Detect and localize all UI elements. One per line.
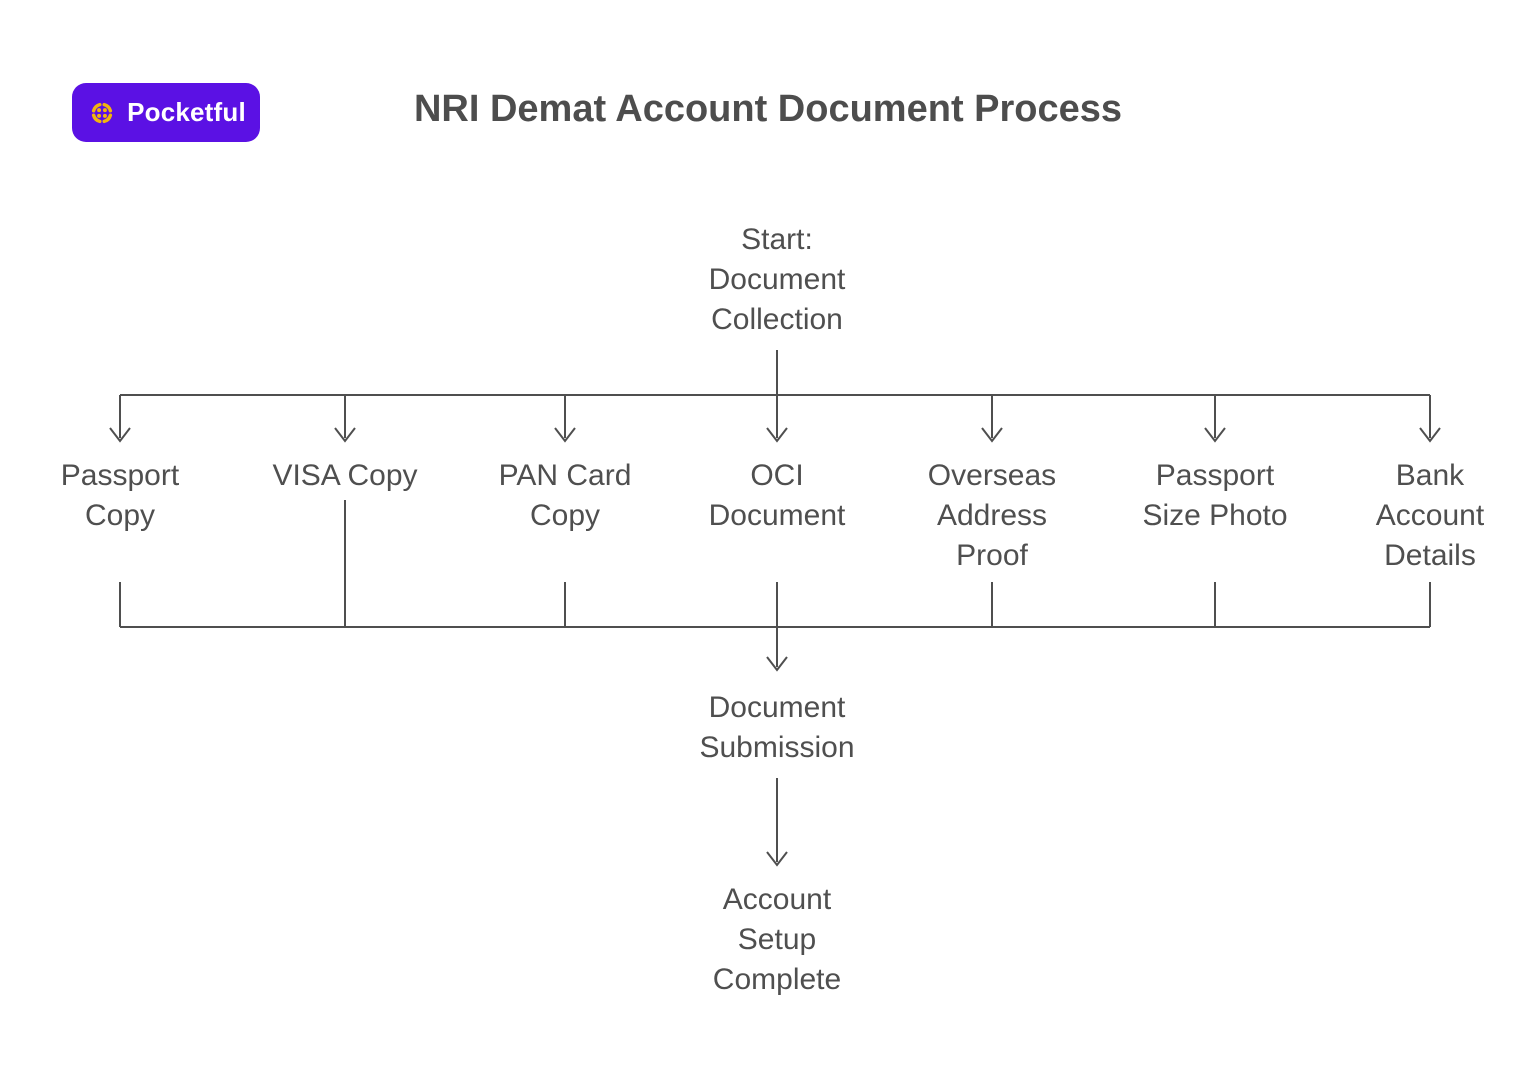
page-title: NRI Demat Account Document Process [413,88,1123,130]
arrowhead-branch-2 [334,427,356,443]
node-document-submission: Document Submission [699,691,855,764]
arrowhead-branch-7 [1419,427,1441,443]
arrowhead-submission [766,656,788,672]
arrowhead-complete [766,851,788,867]
node-bank-account-details: Bank Account Details [1375,459,1485,572]
arrowhead-branch-6 [1204,427,1226,443]
node-pan-card-copy: PAN Card Copy [498,459,632,532]
arrowhead-branch-5 [981,427,1003,443]
node-start: Start: Document Collection [708,223,846,336]
node-passport-size-photo: Passport Size Photo [1142,459,1288,532]
brand-name: Pocketful [127,97,246,127]
arrowhead-branch-3 [554,427,576,443]
pocketful-logo: Pocketful [72,83,260,142]
arrowhead-branch-4 [766,427,788,443]
arrowhead-branch-1 [109,427,131,443]
node-visa-copy: VISA Copy [272,459,418,492]
node-overseas-address-proof: Overseas Address Proof [927,459,1057,572]
node-oci-document: OCI Document [708,459,846,532]
starburst-icon [91,102,113,123]
node-passport-copy: Passport Copy [60,459,180,532]
node-account-setup-complete: Account Setup Complete [712,883,842,996]
